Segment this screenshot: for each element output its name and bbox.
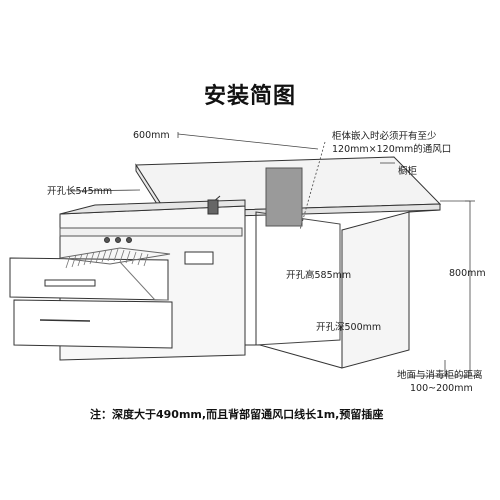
diagram-title: 安装简图 [203,84,296,109]
width-dimension-line [177,133,319,150]
cutout-height-label: 开孔高585mm [286,270,352,281]
vent-label-line1: 柜体嵌入时必须开有至少 [332,131,437,142]
cutout-depth-label: 开孔深500mm [316,322,382,333]
floor-gap-label-line2: 100~200mm [410,383,473,394]
cutout-width-label: 开孔长545mm [47,186,113,197]
floor-gap-label-line1: 地面与消毒柜的距离 [397,370,483,381]
installation-note: 注：深度大于490mm,而且背部留通风口线长1m,预留插座 [90,408,384,421]
vent-label-line2: 120mm×120mm的通风口 [332,144,452,155]
vent-leader [299,141,326,231]
cutout-width-dimension-line [69,189,141,192]
height-label: 800mm [449,268,486,279]
cabinet-body [165,209,441,369]
power-plug [207,195,221,215]
width-label: 600mm [133,130,170,141]
vent-opening [265,167,303,227]
disinfection-cabinet [9,199,246,361]
cabinet-label: 橱柜 [398,166,418,177]
cutout-opening [255,211,341,346]
